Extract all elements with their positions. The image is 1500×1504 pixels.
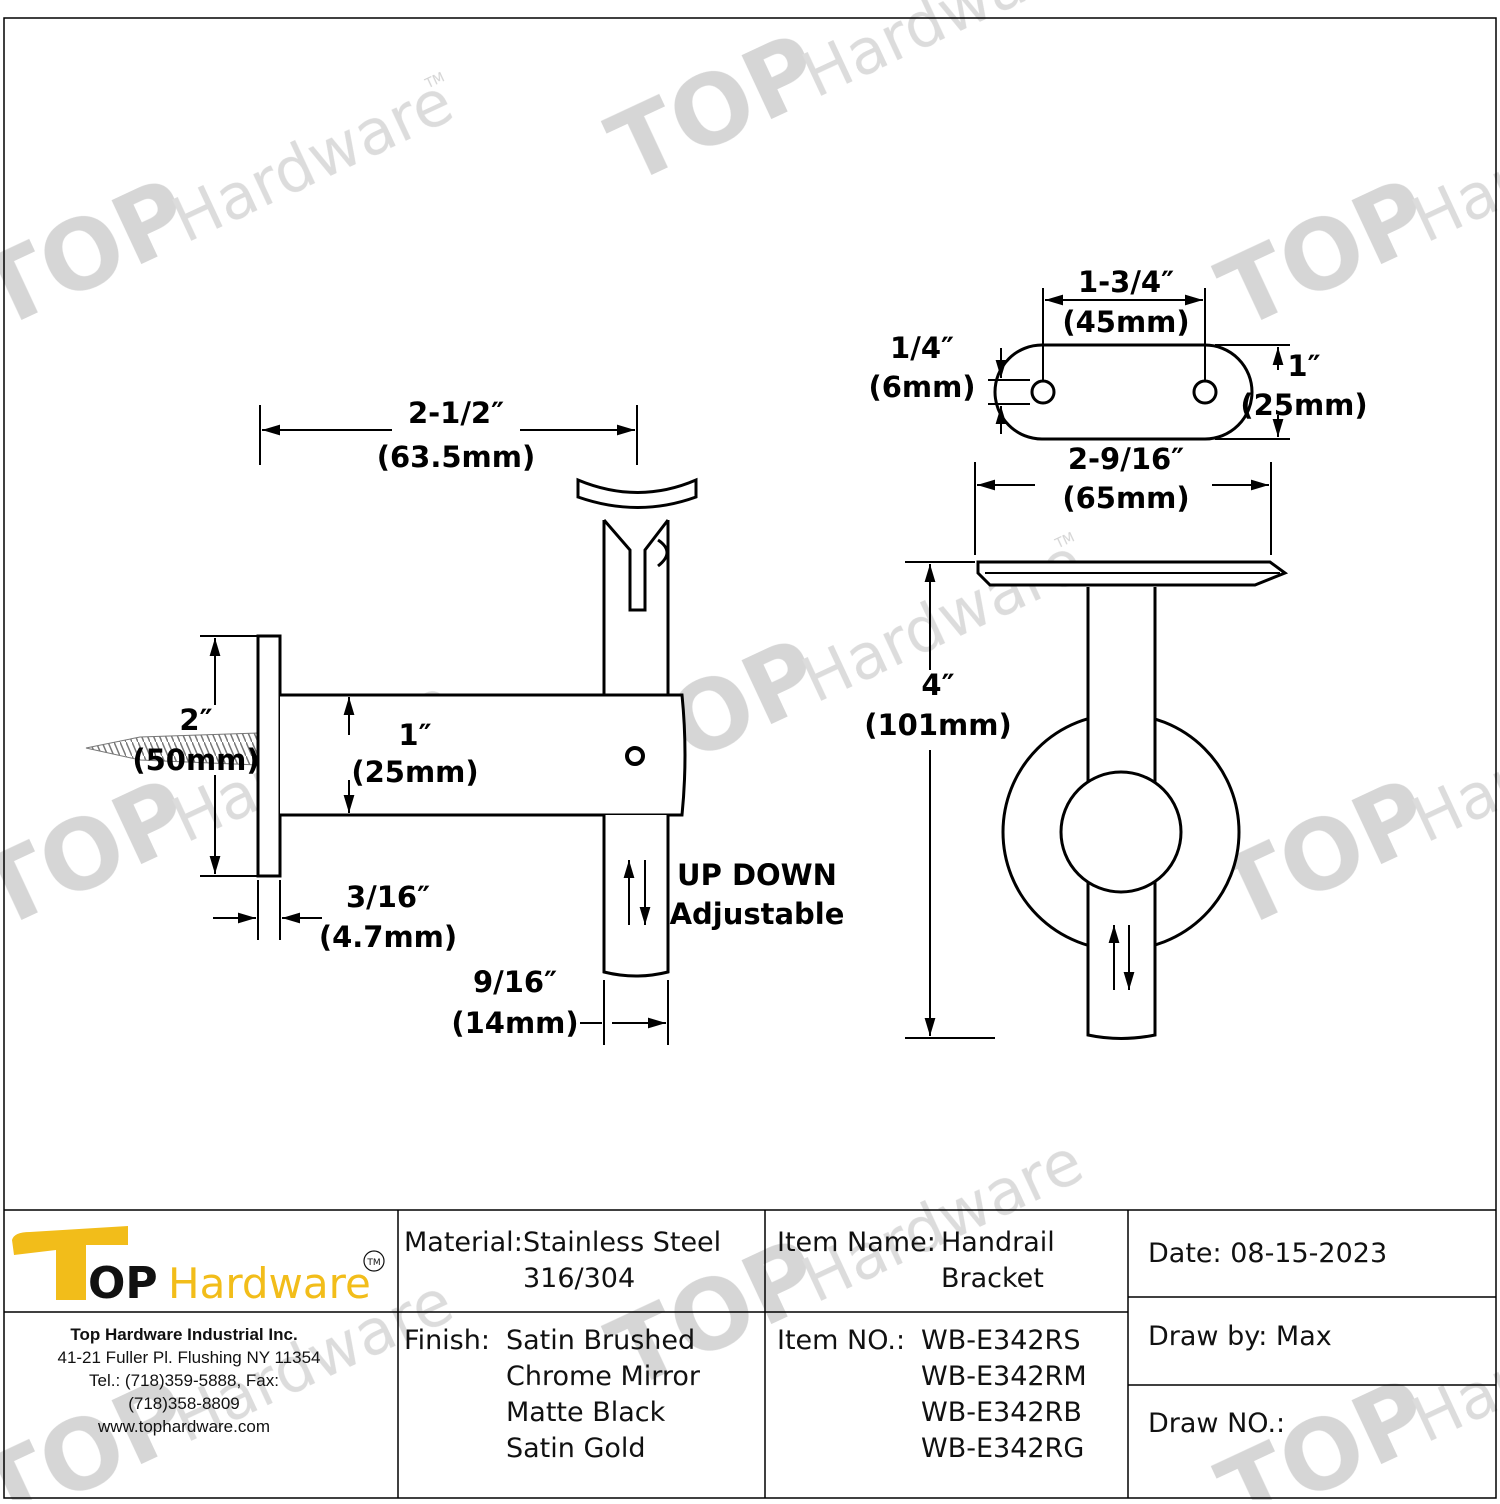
side-view-labels: 2-1/2″ (63.5mm) 2″ (50mm) 1″ (25mm) 3/16… bbox=[132, 396, 844, 1040]
post-lower bbox=[602, 815, 670, 978]
hole-spacing-metric: (45mm) bbox=[1062, 305, 1189, 339]
item-no-value: WB-E342RG bbox=[921, 1433, 1085, 1464]
mounting-hole-right bbox=[1192, 379, 1218, 405]
saddle-length-imperial: 2-9/16″ bbox=[1068, 442, 1184, 476]
item-no-value: WB-E342RS bbox=[921, 1325, 1081, 1356]
adjust-arrows-front bbox=[1108, 925, 1135, 990]
top-view bbox=[993, 343, 1254, 441]
item-no-value: WB-E342RM bbox=[921, 1361, 1087, 1392]
side-view bbox=[85, 477, 698, 978]
item-no-value: WB-E342RB bbox=[921, 1397, 1082, 1428]
arm-diameter-metric: (25mm) bbox=[351, 755, 478, 789]
post-diameter-metric: (14mm) bbox=[451, 1006, 578, 1040]
material-grade: 316/304 bbox=[523, 1263, 636, 1294]
adjust-label-updown: UP DOWN bbox=[677, 858, 837, 892]
front-view-labels: 4″ (101mm) bbox=[864, 668, 1011, 742]
draw-no-field: Draw NO.: bbox=[1148, 1408, 1286, 1439]
date-field: Date: 08-15-2023 bbox=[1148, 1238, 1388, 1269]
height-imperial: 4″ bbox=[921, 668, 954, 702]
company-address: 41-21 Fuller Pl. Flushing NY 11354 bbox=[57, 1348, 321, 1367]
overall-length-metric: (63.5mm) bbox=[377, 440, 536, 474]
overall-length-imperial: 2-1/2″ bbox=[408, 396, 504, 430]
base-diameter-metric: (50mm) bbox=[132, 743, 259, 777]
base-diameter-imperial: 2″ bbox=[179, 703, 212, 737]
saddle-length-metric: (65mm) bbox=[1062, 481, 1189, 515]
draw-by-field: Draw by: Max bbox=[1148, 1321, 1332, 1352]
finish-option: Matte Black bbox=[506, 1397, 666, 1428]
post-diameter-imperial: 9/16″ bbox=[473, 965, 557, 999]
base-thickness-metric: (4.7mm) bbox=[319, 920, 457, 954]
front-view-dimensions bbox=[905, 561, 995, 1039]
item-name-value: Handrail bbox=[941, 1227, 1055, 1258]
front-view bbox=[976, 560, 1289, 1040]
arm-diameter-imperial: 1″ bbox=[398, 718, 431, 752]
title-block-grid bbox=[4, 1209, 1496, 1498]
top-view-dimensions bbox=[974, 288, 1290, 555]
finish-option: Chrome Mirror bbox=[506, 1361, 701, 1392]
watermark-logo: TOP Hardware bbox=[1202, 664, 1500, 951]
height-metric: (101mm) bbox=[864, 708, 1011, 742]
saddle-width-imperial: 1″ bbox=[1287, 349, 1320, 383]
saddle-width-metric: (25mm) bbox=[1240, 388, 1367, 422]
logo-hardware-text: Hardware bbox=[168, 1259, 371, 1308]
hole-spacing-imperial: 1-3/4″ bbox=[1078, 265, 1174, 299]
top-view-labels: 1-3/4″ (45mm) 1/4″ (6mm) 1″ (25mm) 2-9/1… bbox=[868, 265, 1367, 515]
watermark-logo: TOP Hardware bbox=[592, 0, 1093, 206]
finish-option: Satin Brushed bbox=[506, 1325, 696, 1356]
logo-op-text: OP bbox=[88, 1258, 158, 1309]
material-label: Material: bbox=[404, 1227, 523, 1258]
sheet-border bbox=[3, 17, 1497, 1499]
logo-tm-text: TM bbox=[366, 1258, 380, 1268]
logo-tm-circle bbox=[363, 1250, 385, 1272]
material-value: Stainless Steel bbox=[523, 1227, 722, 1258]
saddle-clamp bbox=[602, 519, 670, 612]
finish-label: Finish: bbox=[404, 1325, 490, 1356]
watermark-logo: TOP Hardware bbox=[1202, 1264, 1500, 1504]
company-website[interactable]: www.tophardware.com bbox=[98, 1417, 270, 1436]
set-screw bbox=[625, 746, 645, 766]
saddle-side bbox=[576, 477, 698, 509]
wall-plate bbox=[256, 634, 282, 878]
hole-diameter-metric: (6mm) bbox=[868, 370, 975, 404]
item-name-label: Item Name: bbox=[777, 1227, 936, 1258]
arm-front bbox=[1059, 770, 1183, 894]
mounting-hole-left bbox=[1030, 379, 1056, 405]
item-no-label: Item NO.: bbox=[777, 1325, 906, 1356]
saddle-neck bbox=[602, 520, 670, 540]
company-logo: OP Hardware TM bbox=[12, 1226, 385, 1309]
company-name: Top Hardware Industrial Inc. bbox=[70, 1325, 298, 1344]
post-upper-front bbox=[1086, 587, 1157, 760]
company-phone: Tel.: (718)359-5888, Fax: bbox=[89, 1371, 279, 1390]
base-thickness-imperial: 3/16″ bbox=[346, 880, 430, 914]
watermark-hardware-text: Hardware bbox=[161, 64, 463, 257]
watermark-logo: TOP Hardware bbox=[1202, 64, 1500, 351]
item-name-value-2: Bracket bbox=[941, 1263, 1044, 1294]
hole-diameter-imperial: 1/4″ bbox=[890, 331, 954, 365]
clamp-screw bbox=[657, 538, 669, 568]
logo-t-shape bbox=[12, 1226, 128, 1300]
watermark-logo: TOP Hardware TM bbox=[0, 64, 463, 351]
side-view-dimensions bbox=[200, 405, 669, 1045]
arm-tube bbox=[280, 693, 687, 817]
finish-option: Satin Gold bbox=[506, 1433, 646, 1464]
watermark-hardware-text: Hardware bbox=[791, 0, 1093, 112]
saddle-plate-top bbox=[993, 343, 1254, 441]
adjust-label-adjustable: Adjustable bbox=[670, 897, 845, 931]
adjust-arrows bbox=[623, 860, 651, 925]
company-fax: (718)358-8809 bbox=[128, 1394, 240, 1413]
